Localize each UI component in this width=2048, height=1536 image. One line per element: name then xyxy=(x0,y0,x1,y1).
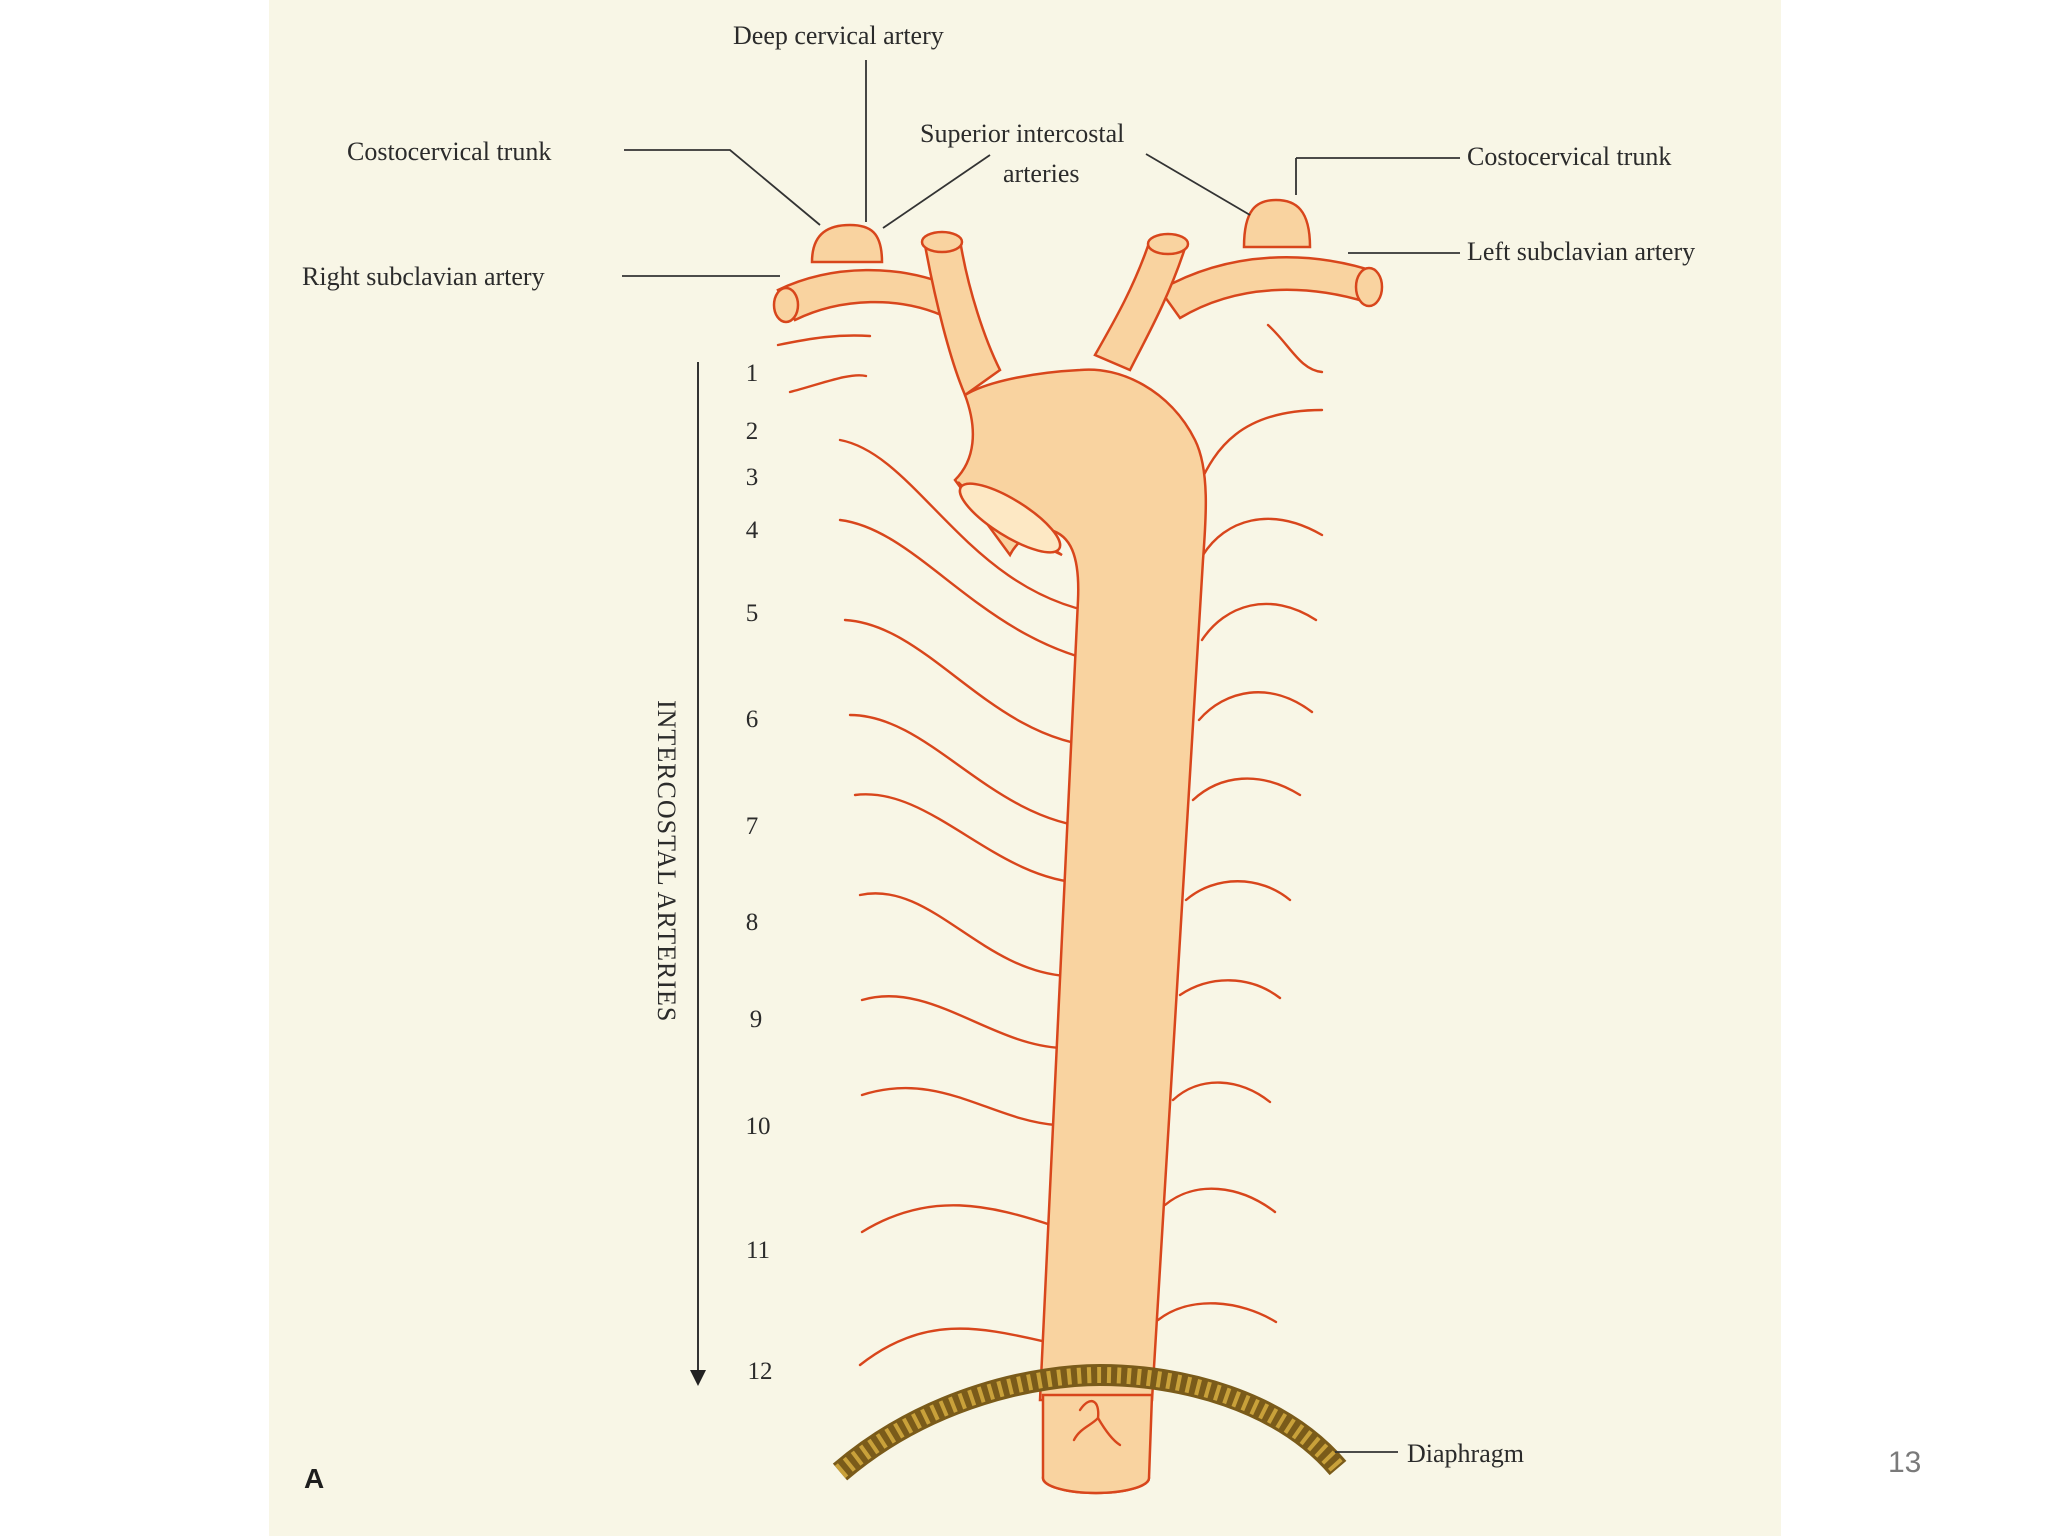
right-subclavian-vessel xyxy=(772,223,962,324)
deep-cervical-artery-label: Deep cervical artery xyxy=(733,21,944,50)
diaphragm-shape xyxy=(832,1363,1347,1481)
right-subclavian-artery-label: Right subclavian artery xyxy=(302,262,545,291)
figure-background xyxy=(269,0,1781,1536)
rib-number: 9 xyxy=(750,1006,763,1033)
rib-number: 10 xyxy=(746,1113,771,1140)
rib-number: 11 xyxy=(746,1237,770,1264)
rib-number: 5 xyxy=(746,600,759,627)
costocervical-trunk-left-label: Costocervical trunk xyxy=(1467,142,1671,171)
right-intercostal-branches xyxy=(776,334,1114,1367)
leader-lines xyxy=(622,60,1460,1453)
rib-number: 3 xyxy=(746,464,759,491)
aorta xyxy=(920,230,1208,1495)
rib-number: 6 xyxy=(746,706,759,733)
rib-number: 2 xyxy=(746,418,759,445)
diaphragm-label: Diaphragm xyxy=(1407,1439,1524,1468)
panel-letter: A xyxy=(304,1463,324,1494)
rib-numbers: 1 2 3 4 5 6 7 8 9 10 11 12 xyxy=(746,360,773,1385)
left-subclavian-artery-label: Left subclavian artery xyxy=(1467,237,1695,266)
costocervical-trunk-right-label: Costocervical trunk xyxy=(347,137,551,166)
rib-number: 7 xyxy=(746,813,759,840)
left-intercostal-branches xyxy=(1156,323,1324,1324)
rib-number: 12 xyxy=(748,1358,773,1385)
intercostal-arrow xyxy=(690,362,706,1386)
left-subclavian-vessel xyxy=(1158,198,1384,320)
page-number: 13 xyxy=(1888,1446,1922,1479)
intercostal-arteries-label: INTERCOSTAL ARTERIES xyxy=(652,700,681,1022)
rib-number: 8 xyxy=(746,909,759,936)
rib-number: 1 xyxy=(746,360,759,387)
rib-number: 4 xyxy=(746,517,759,544)
superior-intercostal-label-line1: Superior intercostal xyxy=(920,119,1124,148)
superior-intercostal-label-line2: arteries xyxy=(1003,159,1080,188)
